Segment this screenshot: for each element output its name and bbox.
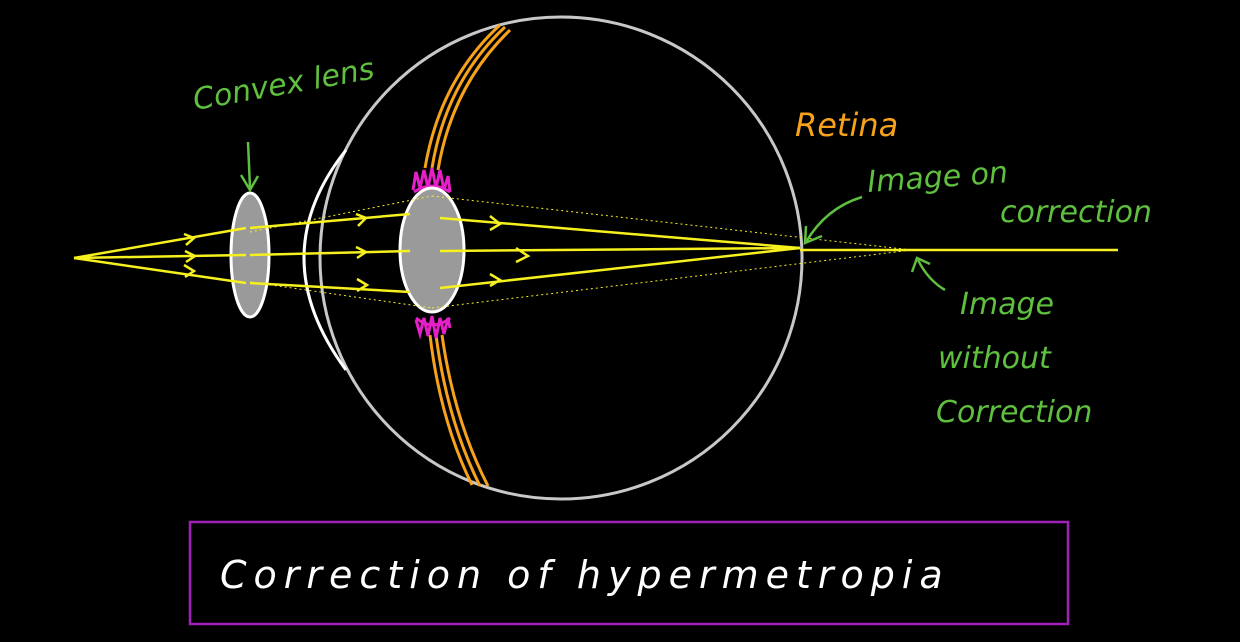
image-without-correction-label-3: Correction xyxy=(936,395,1092,430)
image-without-correction-label-1: Image xyxy=(960,287,1054,322)
caption-box xyxy=(188,520,1070,626)
image-without-correction-label-2: without xyxy=(938,341,1052,376)
caption-text: Correction of hypermetropia xyxy=(220,553,950,597)
eyeball-outline xyxy=(318,15,804,501)
image-on-correction-label-2: correction xyxy=(1000,195,1152,230)
iris-upper xyxy=(423,23,512,171)
ciliary-muscle-upper xyxy=(411,167,452,194)
annotation-arrows xyxy=(239,141,946,292)
ciliary-muscle-lower xyxy=(414,315,452,340)
iris-lower xyxy=(428,334,490,487)
retina-label: Retina xyxy=(795,106,898,144)
ray-arrowheads xyxy=(183,212,531,293)
cornea xyxy=(302,149,348,371)
